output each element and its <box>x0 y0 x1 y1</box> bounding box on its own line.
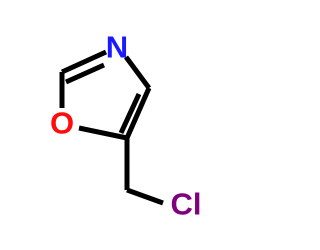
bond-c2-n3-inner <box>64 62 106 85</box>
bond-ch2-cl <box>126 187 164 206</box>
bond-c4-c5-inner <box>118 92 142 135</box>
bond-c4-c5-outer <box>124 86 152 140</box>
bond-c2-n3-outer <box>60 49 108 75</box>
bond-n3-c4 <box>123 55 152 90</box>
bond-c5-o1 <box>78 125 128 141</box>
nitrogen-atom-label: N <box>106 30 128 65</box>
chlorine-atom-label: Cl <box>171 187 202 222</box>
oxazole-structure-diagram: N O Cl <box>50 30 202 222</box>
oxygen-atom-label: O <box>50 106 74 141</box>
